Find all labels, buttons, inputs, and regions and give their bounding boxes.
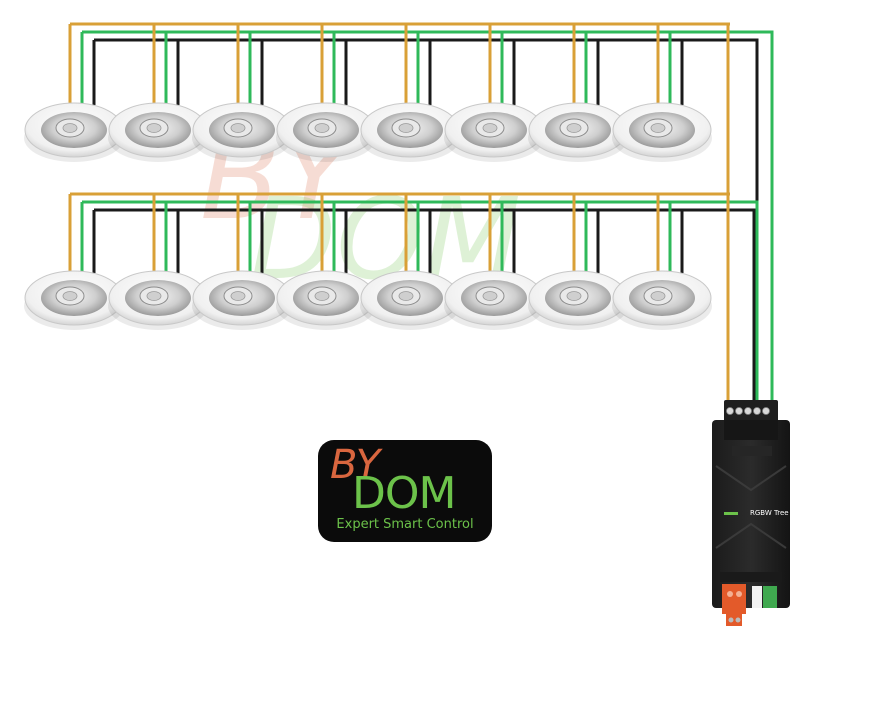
spotlight bbox=[192, 270, 292, 330]
logo-tagline: Expert Smart Control bbox=[336, 517, 474, 532]
logo-dom-text: DOM bbox=[352, 468, 456, 519]
spotlight bbox=[360, 270, 460, 330]
power-terminal bbox=[722, 584, 746, 614]
wires bbox=[68, 22, 774, 400]
terminal-block bbox=[726, 407, 770, 415]
terminal-screw bbox=[753, 407, 761, 415]
logo-by-text: BY bbox=[330, 442, 380, 488]
spotlight bbox=[612, 270, 712, 330]
spotlight bbox=[612, 102, 712, 162]
terminal-screw bbox=[762, 407, 770, 415]
spotlight bbox=[276, 102, 376, 162]
spotlight bbox=[108, 102, 208, 162]
spotlight bbox=[108, 270, 208, 330]
spotlight bbox=[360, 102, 460, 162]
device-label: RGBW Tree bbox=[750, 509, 789, 517]
rgbw-controller bbox=[712, 400, 790, 626]
spotlights bbox=[24, 102, 712, 330]
spotlight bbox=[444, 102, 544, 162]
bydom-logo: BY DOM Expert Smart Control bbox=[318, 440, 492, 542]
spotlight bbox=[528, 270, 628, 330]
terminal-screw bbox=[744, 407, 752, 415]
terminal-screw bbox=[735, 407, 743, 415]
terminal-screw bbox=[726, 407, 734, 415]
signal-bus bbox=[82, 30, 774, 400]
signal-bus bbox=[82, 200, 759, 400]
spotlight bbox=[276, 270, 376, 330]
spotlight bbox=[24, 270, 124, 330]
spotlight bbox=[192, 102, 292, 162]
spotlight bbox=[24, 102, 124, 162]
spotlight bbox=[528, 102, 628, 162]
spotlight bbox=[444, 270, 544, 330]
ground-bus bbox=[94, 208, 756, 400]
